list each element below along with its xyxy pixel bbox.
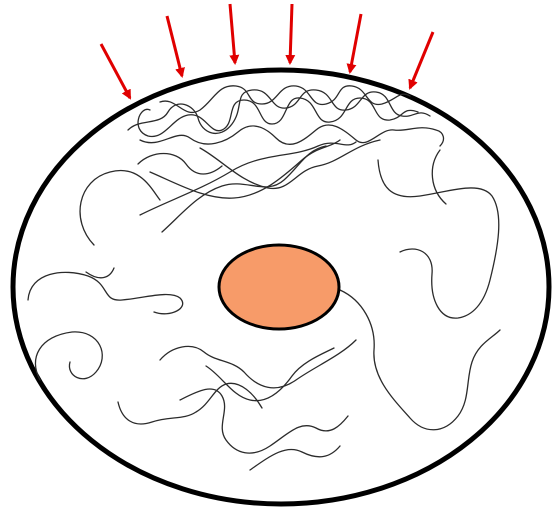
cytoplasm-filament <box>35 332 102 380</box>
nucleus <box>219 245 339 329</box>
cytoplasm-filament <box>340 290 500 430</box>
cytoplasm-filament <box>80 170 160 245</box>
force-arrow <box>350 14 361 72</box>
force-arrow <box>410 32 433 88</box>
cytoplasm-filament <box>162 146 326 232</box>
cytoplasm-filament <box>118 383 262 424</box>
cytoplasm-filament <box>138 154 222 175</box>
cytoplasm-filament <box>160 340 356 388</box>
cortical-filament <box>140 125 443 146</box>
force-arrow <box>167 16 182 76</box>
cytoplasm-filament <box>180 389 348 453</box>
cytoplasm-filament <box>200 140 380 188</box>
force-arrow <box>230 4 235 63</box>
cytoplasm-filament <box>378 160 499 318</box>
cytoplasm-filament <box>140 142 356 215</box>
cytoplasm-filament <box>28 272 183 313</box>
force-arrow <box>290 4 292 63</box>
cortical-filament <box>128 90 430 134</box>
cytoplasm-filament <box>206 348 334 401</box>
cytoplasm-filament <box>432 150 446 204</box>
force-arrow <box>101 44 130 98</box>
